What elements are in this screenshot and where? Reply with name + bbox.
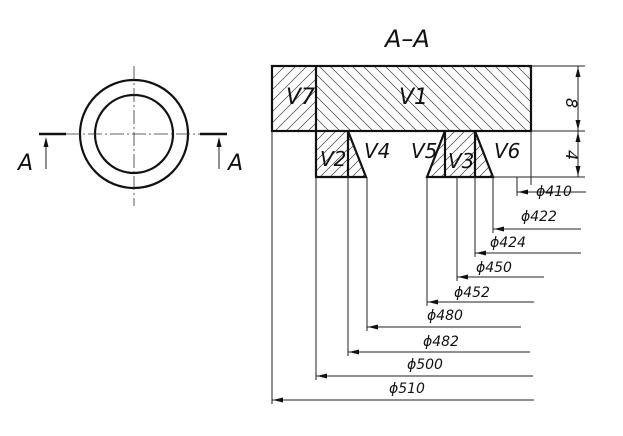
section-view: V7 V1 V2 V4 V5 V3 V6: [270, 64, 533, 179]
diameter-label: ϕ480: [427, 308, 463, 324]
diameter-label: ϕ424: [490, 235, 526, 251]
diameter-dimension: ϕ424: [474, 177, 581, 257]
diameter-dimension: ϕ510: [271, 131, 534, 404]
diameter-label: ϕ410: [536, 184, 572, 200]
arrowhead-icon: [368, 324, 378, 330]
label-v3: V3: [448, 149, 474, 173]
diameter-label: ϕ482: [423, 334, 459, 350]
diameter-dimensions: ϕ410 ϕ422 ϕ424 ϕ450 ϕ452 ϕ480 ϕ482 ϕ500 ϕ510: [271, 131, 586, 404]
diameter-dimension: ϕ482: [347, 177, 530, 356]
region-v2-outline: [314, 131, 350, 179]
region-v6-outline: [473, 130, 495, 179]
hatch-v3: [445, 131, 475, 177]
region-v1-v7-outline: [270, 64, 533, 133]
diameter-label: ϕ452: [454, 285, 490, 301]
region-v4-outline: [346, 130, 368, 179]
arrowhead-icon: [317, 373, 327, 379]
arrowhead-icon: [476, 250, 486, 256]
diameter-dimension: ϕ422: [492, 177, 581, 233]
label-v1: V1: [399, 85, 428, 110]
arrowhead-icon: [494, 226, 504, 232]
hatch-v7: [272, 66, 316, 131]
label-v5: V5: [411, 139, 437, 163]
plan-view: A A: [16, 66, 243, 206]
diameter-dimension: ϕ410: [516, 177, 586, 200]
arrowhead-icon: [518, 189, 528, 195]
label-v7: V7: [286, 85, 315, 110]
height-dimensions: 8 4: [493, 65, 585, 185]
view-arrow-right-icon: [216, 137, 222, 169]
arrowhead-icon: [428, 299, 438, 305]
diameter-label: ϕ422: [521, 209, 557, 225]
cut-label-right: A: [226, 151, 243, 176]
diameter-dimension: ϕ450: [456, 177, 544, 281]
height-label-8: 8: [562, 98, 581, 108]
diameter-dimension: ϕ452: [426, 177, 534, 306]
arrowhead-icon: [349, 349, 359, 355]
hatch-v1: [316, 66, 531, 131]
label-v2: V2: [320, 147, 346, 171]
diameter-label: ϕ450: [476, 260, 512, 276]
cut-label-left: A: [16, 151, 33, 176]
region-v3-v5-outline: [425, 130, 477, 179]
arrowhead-icon: [458, 274, 468, 280]
diameter-label: ϕ500: [407, 357, 443, 373]
diameter-label: ϕ510: [389, 381, 425, 397]
label-v6: V6: [494, 139, 520, 163]
diameter-dimension: ϕ480: [366, 177, 521, 331]
height-label-4: 4: [562, 150, 581, 160]
section-title: A–A: [383, 25, 430, 53]
arrowhead-icon: [273, 397, 283, 403]
diameter-dimension: ϕ500: [315, 177, 533, 380]
view-arrow-left-icon: [43, 137, 49, 169]
label-v4: V4: [364, 139, 390, 163]
